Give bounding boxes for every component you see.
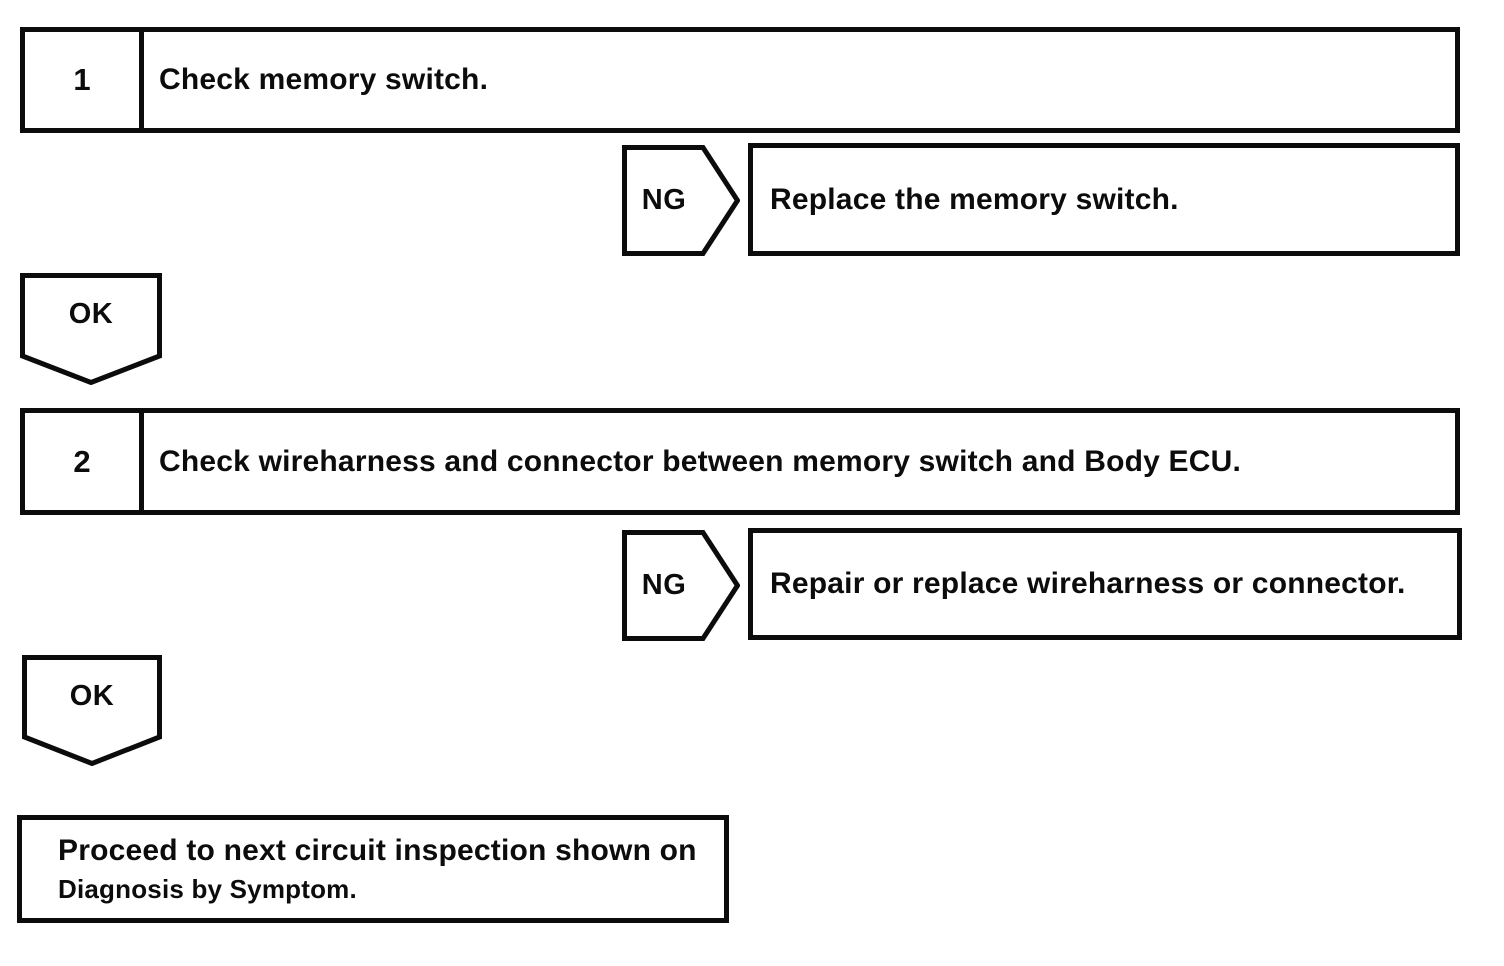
step-1-number: 1: [73, 62, 91, 97]
ng-arrow-icon: [622, 145, 740, 256]
ok-label-1: OK: [68, 298, 114, 330]
ng-arrow-icon: [622, 530, 740, 641]
ok-pentagon-icon: [20, 273, 162, 385]
step-2-box: 2 Check wireharness and connector betwee…: [20, 408, 1460, 515]
ng-result-1-text: Replace the memory switch.: [770, 182, 1179, 216]
step-1-box: 1 Check memory switch.: [20, 27, 1460, 133]
ng-connector-2: NG: [622, 530, 740, 641]
step-2-number-cell: 2: [25, 413, 144, 510]
conclusion-line-2: Diagnosis by Symptom.: [58, 874, 357, 904]
ng-result-2-text: Repair or replace wireharness or connect…: [770, 567, 1406, 600]
ng-connector-1: NG: [622, 145, 740, 256]
ok-connector-1: OK: [20, 273, 162, 385]
conclusion-box: Proceed to next circuit inspection shown…: [17, 815, 729, 923]
ok-label-2: OK: [69, 680, 115, 712]
step-1-instruction: Check memory switch.: [159, 63, 489, 96]
step-2-instruction: Check wireharness and connector between …: [159, 444, 1242, 478]
conclusion-line-1: Proceed to next circuit inspection shown…: [58, 834, 697, 867]
ng-result-1-box: Replace the memory switch.: [748, 143, 1460, 256]
ng-label-1: NG: [641, 184, 687, 216]
ok-pentagon-icon: [22, 655, 162, 766]
ng-label-2: NG: [641, 569, 687, 601]
step-1-number-cell: 1: [25, 32, 144, 128]
ok-connector-2: OK: [22, 655, 162, 766]
ng-result-2-box: Repair or replace wireharness or connect…: [748, 528, 1462, 640]
step-2-number: 2: [73, 443, 91, 479]
